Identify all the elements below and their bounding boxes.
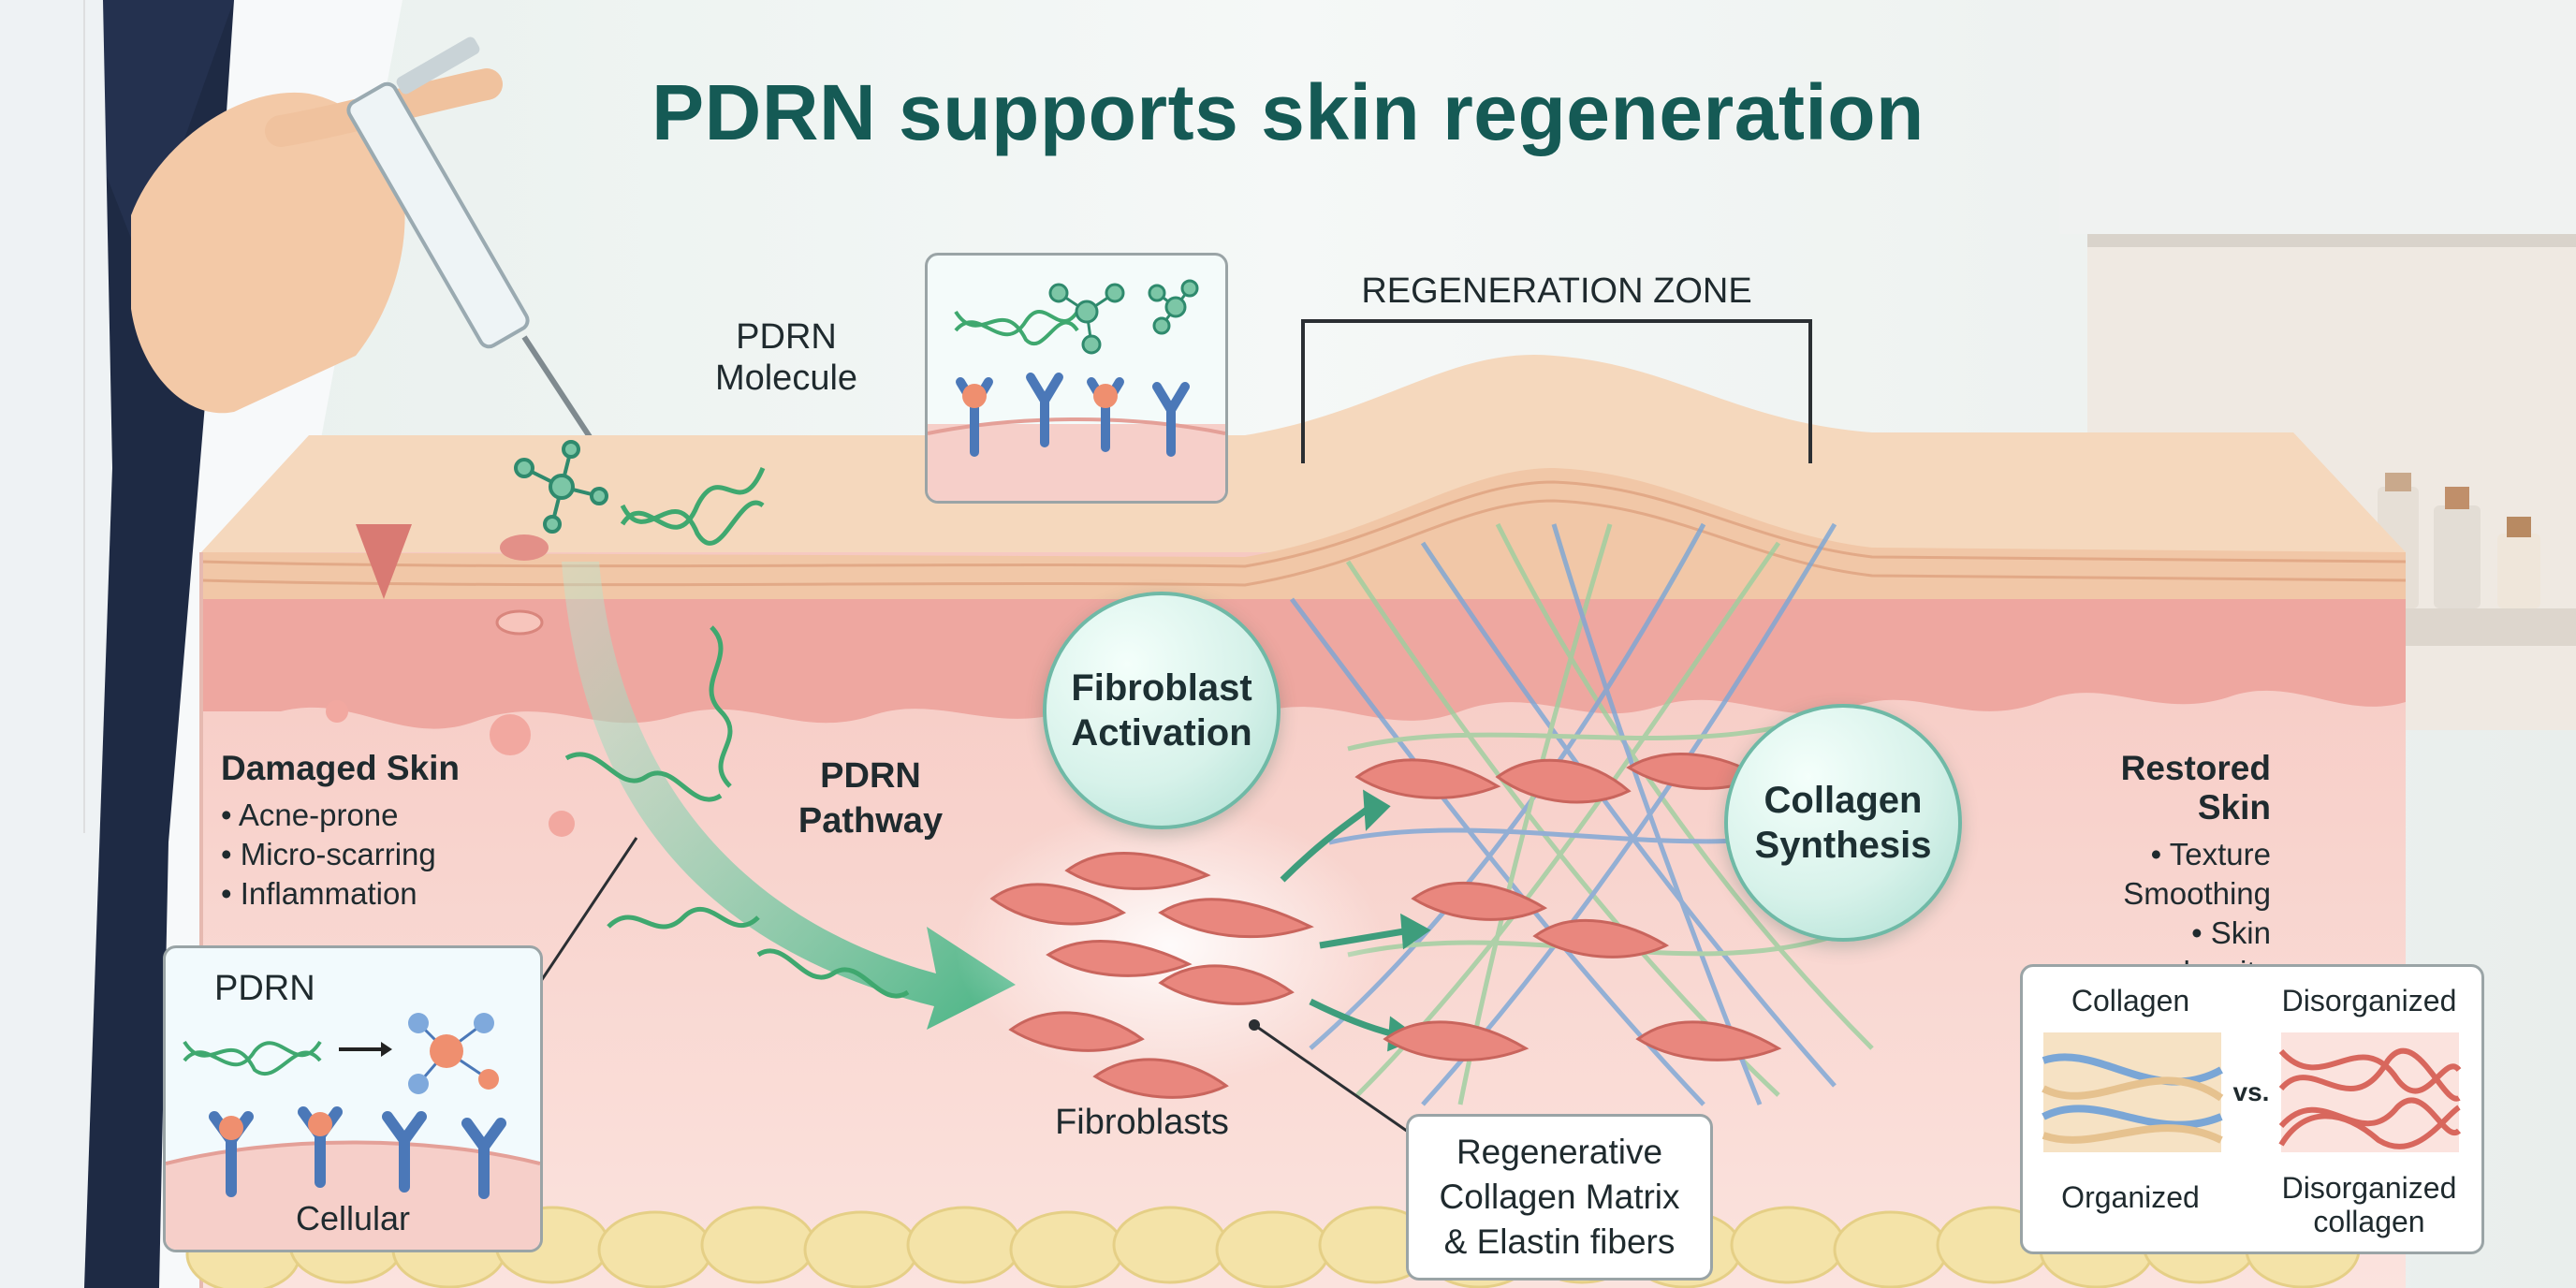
compare-right-caption-line2: collagen — [2313, 1205, 2425, 1238]
matrix-line2: Collagen Matrix — [1439, 1178, 1680, 1216]
cellular-illustration — [166, 1013, 540, 1250]
label-pdrn-pathway-line2: Pathway — [798, 801, 944, 841]
fibroblast-activation-bubble: Fibroblast Activation — [1043, 592, 1281, 829]
damaged-skin-list: Acne-prone Micro-scarring Inflammation — [221, 796, 530, 914]
compare-right-caption: Disorganized collagen — [2261, 1171, 2477, 1238]
molecule-receptor-inset — [925, 253, 1228, 504]
restored-skin-heading: Restored Skin — [2120, 749, 2271, 827]
label-pdrn-molecule-line1: PDRN — [736, 317, 837, 357]
page-title: PDRN supports skin regeneration — [651, 68, 1925, 156]
fibroblast-activation-line2: Activation — [1071, 712, 1252, 754]
damaged-skin-block: Damaged Skin Acne-prone Micro-scarring I… — [221, 749, 530, 914]
matrix-line3: & Elastin fibers — [1443, 1222, 1676, 1261]
restored-skin-item: Texture Smoothing — [2087, 835, 2271, 914]
label-regeneration-zone: REGENERATION ZONE — [1361, 271, 1752, 311]
pdrn-molecule-icon — [514, 440, 608, 534]
dna-strands — [564, 467, 910, 999]
collagen-synthesis-line1: Collagen — [1764, 780, 1923, 821]
compare-right-caption-line1: Disorganized — [2281, 1171, 2457, 1205]
cellular-inset-caption: Cellular — [295, 1199, 411, 1237]
damaged-skin-heading: Damaged Skin — [221, 749, 460, 787]
damaged-skin-item: Micro-scarring — [221, 835, 530, 874]
product-bottles — [2378, 473, 2576, 646]
cellular-inset-pdrn: PDRN — [214, 969, 315, 1008]
collagen-comparison-box: Collagen Disorganized vs. Organized Diso… — [2020, 964, 2484, 1254]
compare-vs: vs. — [2232, 1077, 2270, 1106]
collagen-comparison-illustration — [2042, 1032, 2462, 1152]
label-pdrn-molecule: PDRN Molecule — [688, 316, 885, 399]
restored-skin-block: Restored Skin Texture Smoothing Skin den… — [2087, 749, 2415, 992]
compare-left-caption: Organized — [2061, 1180, 2200, 1214]
collagen-synthesis-line2: Synthesis — [1754, 825, 1932, 866]
cellular-inset: PDRN Cellular — [163, 945, 543, 1252]
damaged-skin-item: Inflammation — [221, 874, 530, 914]
damaged-skin-item: Acne-prone — [221, 796, 530, 835]
fibroblast-activation-line1: Fibroblast — [1071, 667, 1252, 709]
compare-left-title: Collagen — [2071, 984, 2190, 1017]
label-pdrn-pathway-line1: PDRN — [820, 756, 921, 796]
matrix-label-box: Regenerative Collagen Matrix & Elastin f… — [1406, 1114, 1713, 1281]
label-pdrn-pathway: PDRN Pathway — [777, 754, 964, 843]
collagen-synthesis-bubble: Collagen Synthesis — [1724, 704, 1962, 942]
receptor-illustration — [928, 279, 1225, 501]
label-pdrn-molecule-line2: Molecule — [714, 359, 858, 398]
compare-right-title: Disorganized — [2281, 984, 2457, 1017]
damaged-area — [326, 524, 575, 837]
regeneration-zone-bracket — [1301, 319, 1812, 463]
fibroblast-cells — [989, 753, 1782, 1099]
matrix-line1: Regenerative — [1456, 1133, 1663, 1171]
label-fibroblasts: Fibroblasts — [1055, 1103, 1229, 1142]
